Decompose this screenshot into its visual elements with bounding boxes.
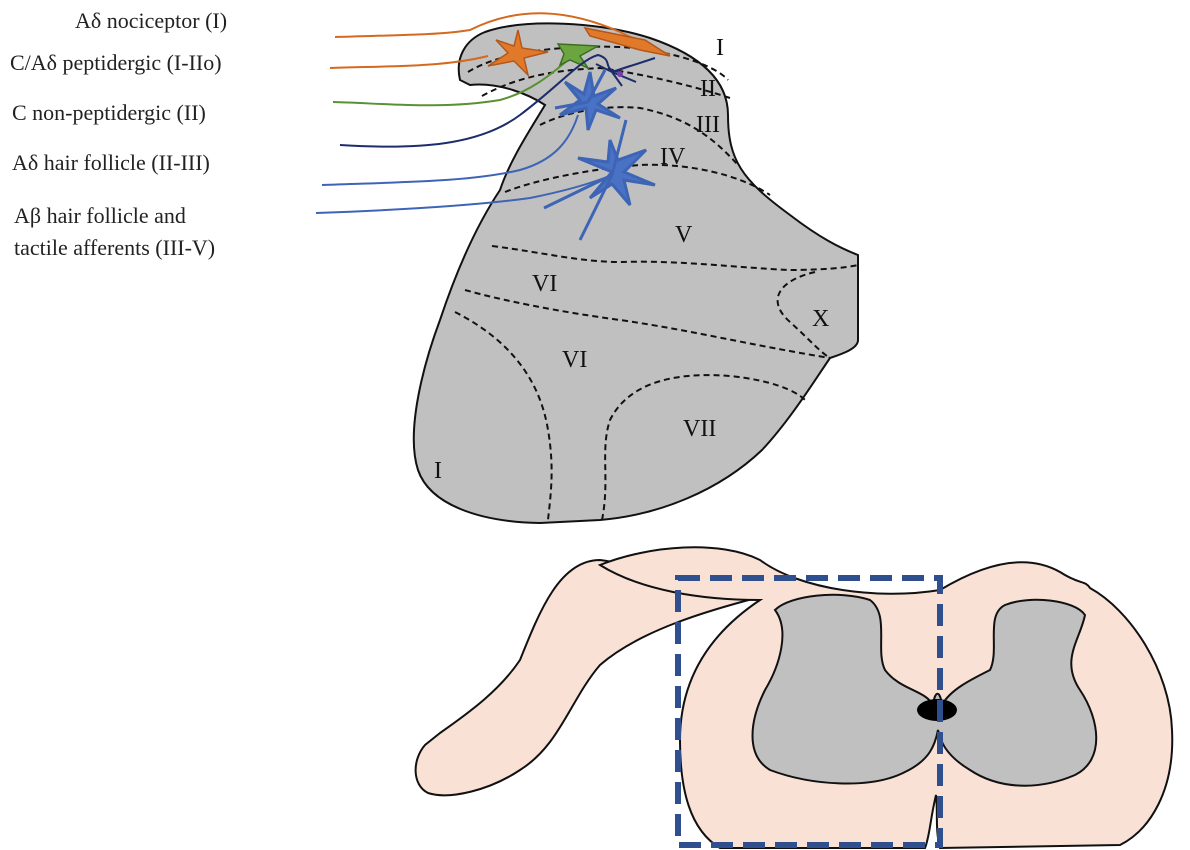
lamina-label-VII: VII <box>683 416 716 442</box>
label-c-ad-peptidergic: C/Aδ peptidergic (I-IIo) <box>10 50 222 76</box>
lamina-label-III: III <box>696 112 720 138</box>
label-c-nonpeptidergic: C non-peptidergic (II) <box>12 100 206 126</box>
lamina-label-VI-lower: VI <box>562 347 587 373</box>
label-ab-line2: tactile afferents (III-V) <box>14 235 215 261</box>
lamina-label-IV: IV <box>660 144 686 170</box>
lamina-label-I-ventral: I <box>434 458 442 484</box>
label-ab-line1: Aβ hair follicle and <box>14 203 186 229</box>
lamina-label-II: II <box>700 76 716 102</box>
dorsal-horn-outline <box>414 23 858 523</box>
darkblue-terminal-dot <box>617 71 623 77</box>
lamina-label-V: V <box>675 222 693 248</box>
label-ad-nociceptor: Aδ nociceptor (I) <box>75 8 227 34</box>
lamina-label-X: X <box>812 306 829 332</box>
lamina-label-VI-upper: VI <box>532 271 557 297</box>
label-ad-hair-follicle: Aδ hair follicle (II-III) <box>12 150 210 176</box>
lamina-label-I: I <box>716 35 724 61</box>
